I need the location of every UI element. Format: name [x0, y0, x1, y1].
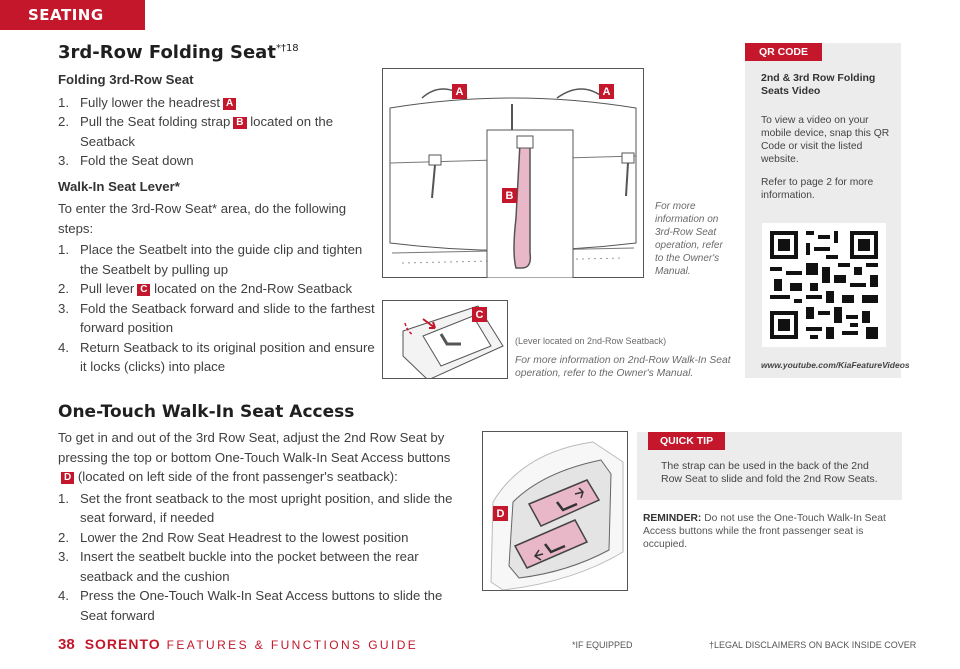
reminder-text: Do not use the One-Touch Walk-In Seat Ac…	[643, 513, 886, 550]
callout-label-b: B	[502, 188, 517, 203]
folding-strap-shape	[513, 142, 532, 269]
folding-seat-title: 3rd-Row Folding Seat*†18	[58, 42, 299, 63]
walkin-instructions: To get in and out of the 3rd Row Seat, a…	[58, 428, 463, 625]
seat-illustration-svg	[382, 68, 644, 278]
page-footer: 38 SORENTO FEATURES & FUNCTIONS GUIDE	[58, 636, 418, 653]
lever-note: For more information on 2nd-Row Walk-In …	[515, 355, 731, 379]
walkin-title: One-Touch Walk-In Seat Access	[58, 402, 355, 422]
qr-page-reference: Refer to page 2 for more information.	[761, 177, 874, 201]
qr-video-title: 2nd & 3rd Row Folding Seats Video	[761, 72, 876, 97]
quick-tip-tab: QUICK TIP	[648, 432, 726, 450]
walkin-lever-subheading: Walk-In Seat Lever*	[58, 178, 180, 194]
qr-code-panel: QR CODE 2nd & 3rd Row Folding Seats Vide…	[745, 43, 910, 378]
callout-label-d: D	[493, 506, 508, 521]
callout-label-c: C	[472, 307, 487, 322]
qr-code-image[interactable]	[762, 223, 886, 347]
reminder-label: REMINDER:	[643, 513, 702, 524]
list-item: 3.Fold the Seat down	[58, 153, 194, 168]
third-row-seat-illustration: A A B	[382, 68, 644, 278]
walkin-bottom-button[interactable]	[513, 519, 589, 569]
third-row-note: For more information on 3rd-Row Seat ope…	[655, 201, 723, 277]
folding-seat-instructions: Folding 3rd-Row Seat 1.Fully lower the h…	[58, 70, 376, 377]
walkin-buttons-svg	[490, 441, 624, 590]
walkin-lever-illustration: C	[382, 300, 508, 379]
list-item: 4.Press the One-Touch Walk-In Seat Acces…	[58, 588, 443, 623]
qr-code-tab: QR CODE	[745, 43, 823, 61]
lever-illustration-svg	[402, 305, 504, 378]
title-superscript: *†18	[275, 43, 299, 54]
walkin-lever-intro: To enter the 3rd-Row Seat* area, do the …	[58, 201, 347, 236]
list-item: 2.Lower the 2nd Row Seat Headrest to the…	[58, 529, 409, 545]
folding-seat-title-text: 3rd-Row Folding Seat	[58, 42, 276, 63]
quick-tip-text: The strap can be used in the back of the…	[661, 460, 878, 485]
callout-label-a-left: A	[452, 84, 467, 99]
folding-subheading: Folding 3rd-Row Seat	[58, 72, 194, 87]
walkin-top-button[interactable]	[527, 479, 601, 527]
footer-brand: SORENTO	[84, 636, 161, 652]
list-item: 1.Set the front seatback to the most upr…	[58, 490, 453, 526]
walkin-steps: 1.Set the front seatback to the most upr…	[58, 489, 463, 626]
footer-guide-title: FEATURES & FUNCTIONS GUIDE	[166, 638, 419, 652]
qr-code-icon	[762, 223, 886, 347]
qr-video-url[interactable]: www.youtube.com/KiaFeatureVideos	[761, 360, 910, 370]
callout-badge-b: B	[233, 117, 247, 129]
list-item: 4.Return Seatback to its original positi…	[58, 339, 375, 375]
walkin-lever-steps: 1.Place the Seatbelt into the guide clip…	[58, 240, 376, 377]
callout-badge-c: C	[137, 284, 151, 296]
section-tab: SEATING	[0, 0, 145, 30]
page-number: 38	[58, 636, 75, 653]
quick-tip-panel: QUICK TIP The strap can be used in the b…	[637, 432, 902, 500]
callout-label-a-right: A	[599, 84, 614, 99]
footer-if-equipped: *IF EQUIPPED	[572, 640, 633, 650]
qr-instructions: To view a video on your mobile device, s…	[761, 115, 890, 165]
callout-badge-a: A	[223, 97, 237, 110]
list-item: 3.Insert the seatbelt buckle into the po…	[58, 549, 419, 584]
reminder-note: REMINDER: Do not use the One-Touch Walk-…	[643, 512, 903, 551]
list-item: 3.Fold the Seatback forward and slide to…	[58, 300, 375, 336]
callout-badge-d: D	[61, 472, 75, 484]
list-item: 1.Place the Seatbelt into the guide clip…	[58, 242, 363, 277]
walkin-intro: To get in and out of the 3rd Row Seat, a…	[58, 430, 451, 484]
lever-caption: (Lever located on 2nd-Row Seatback)	[515, 336, 667, 346]
footer-legal-note: †LEGAL DISCLAIMERS ON BACK INSIDE COVER	[709, 640, 917, 650]
